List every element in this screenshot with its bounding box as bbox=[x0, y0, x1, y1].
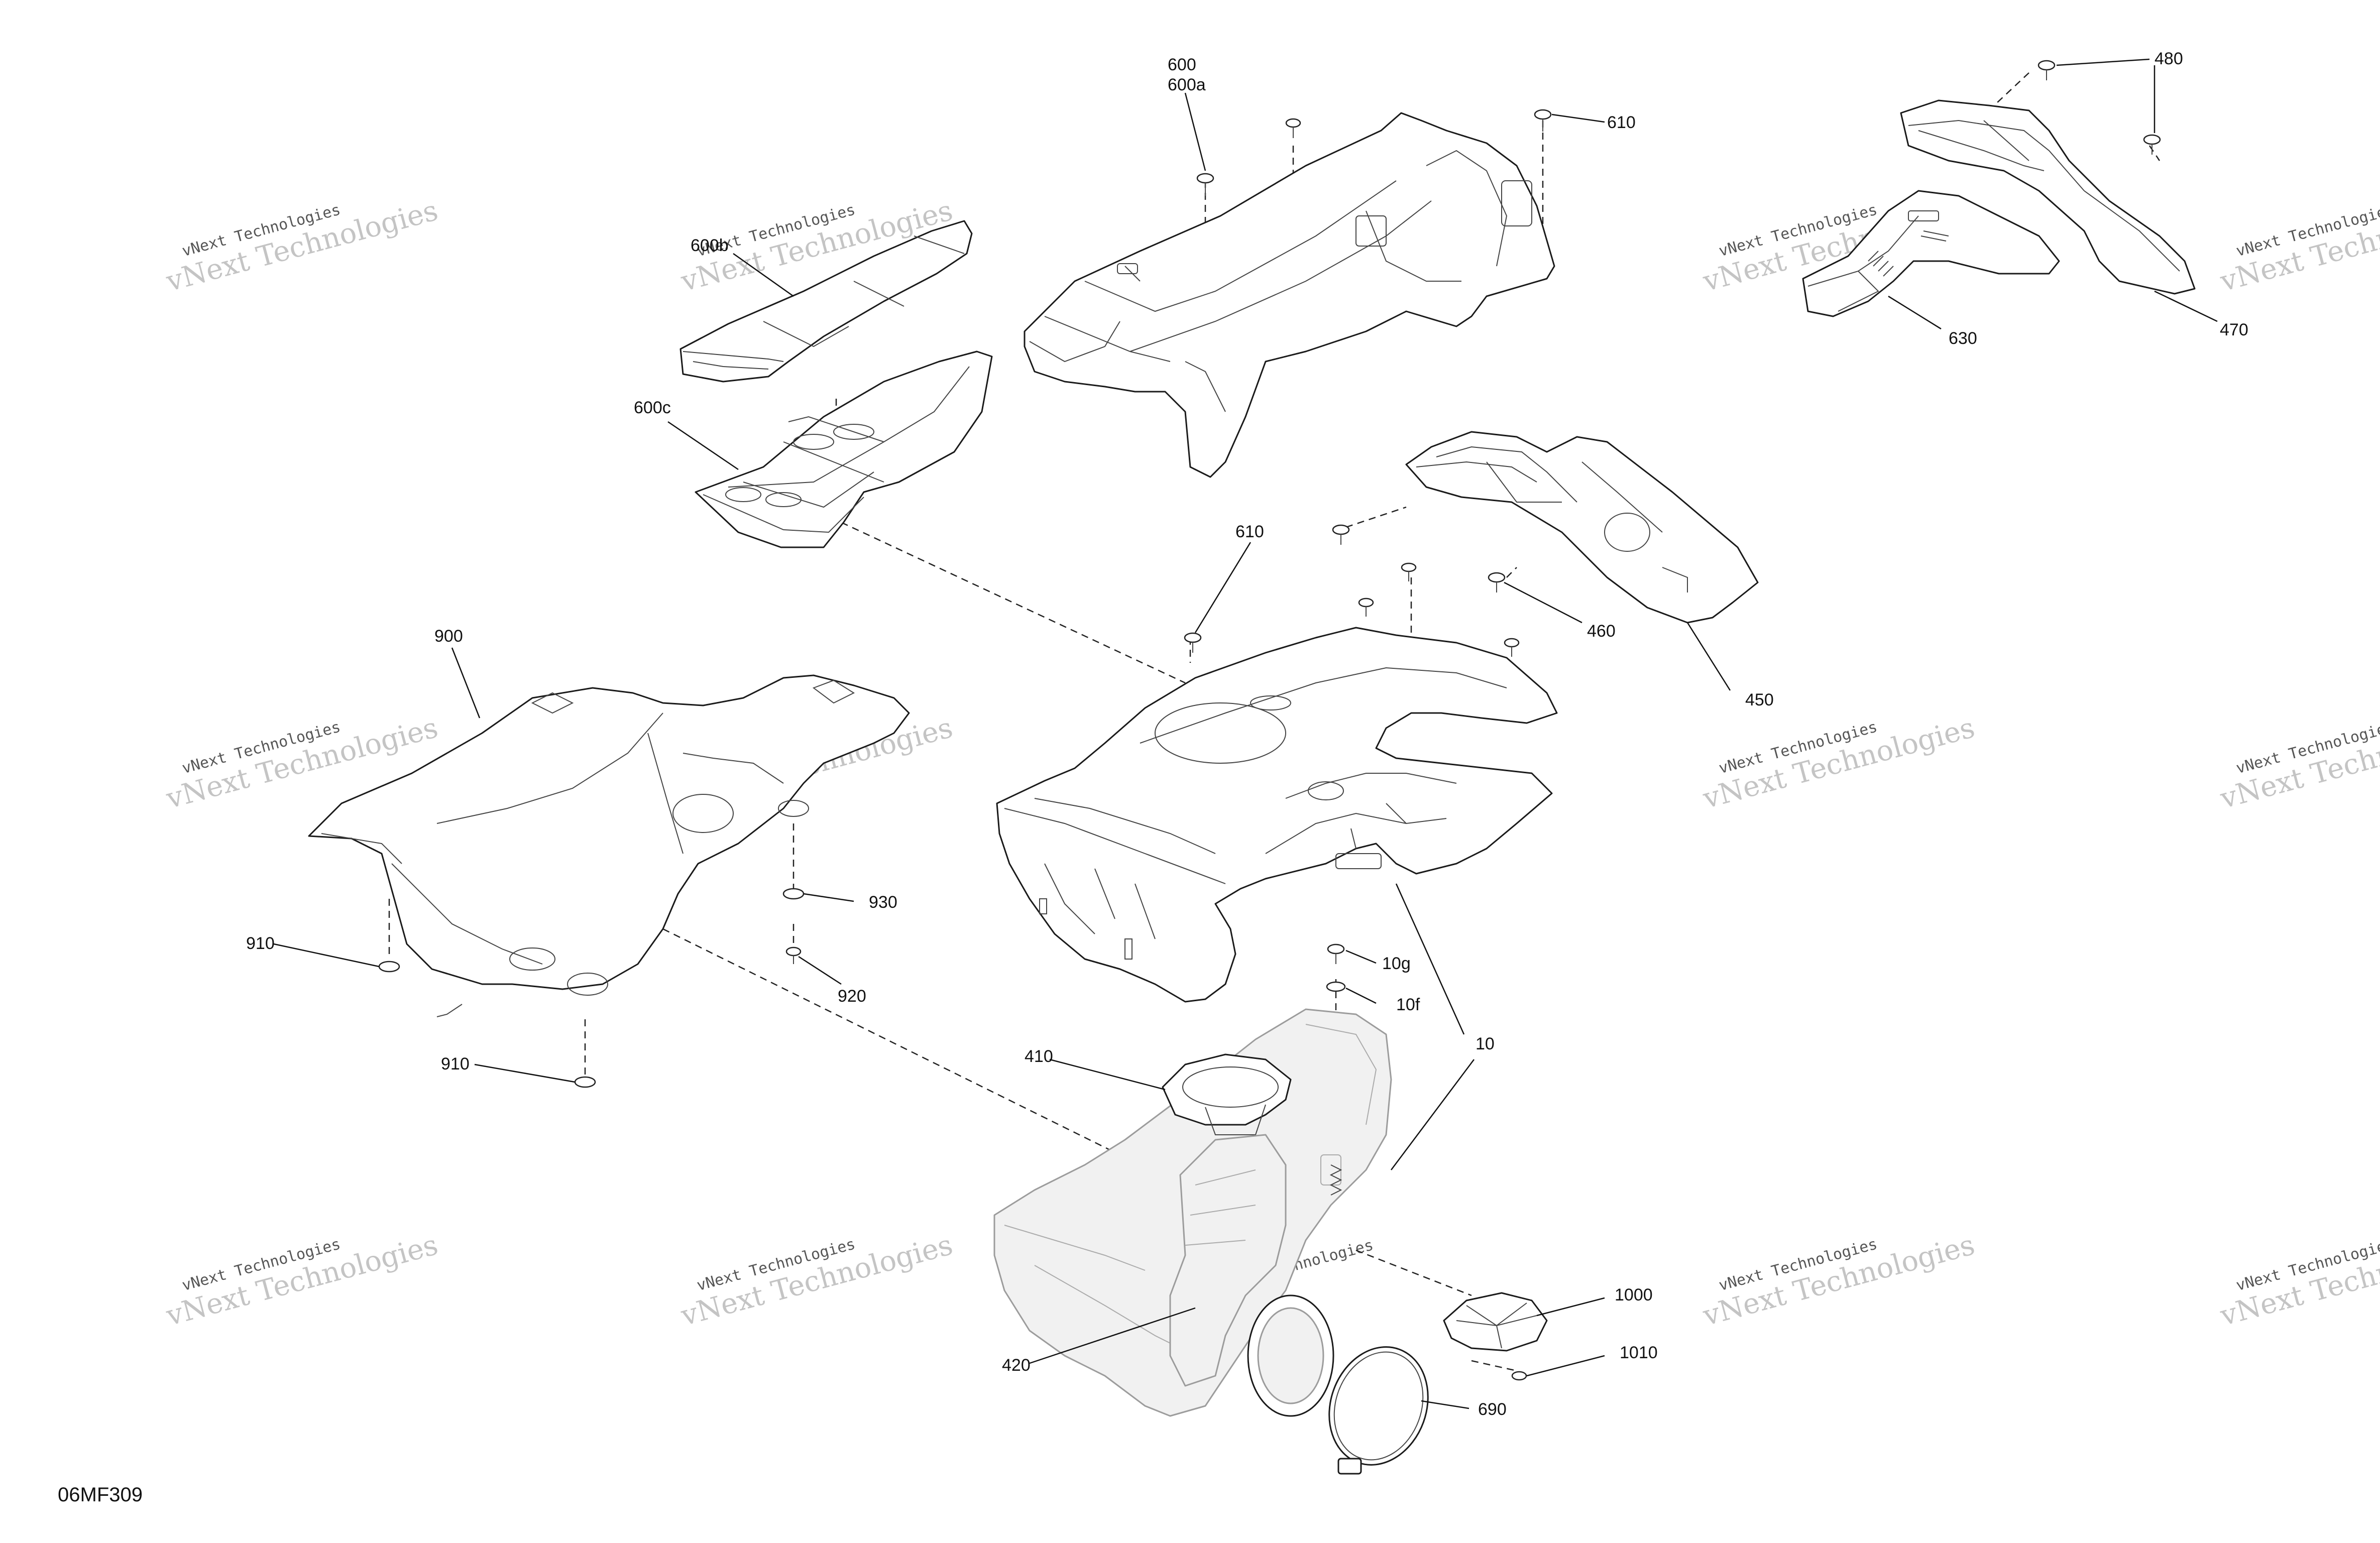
callout-600c: 600c bbox=[634, 398, 671, 417]
callout-920: 920 bbox=[838, 987, 866, 1006]
callout-600a: 600a bbox=[1168, 75, 1206, 94]
callout-910-b: 910 bbox=[441, 1054, 470, 1074]
part-630-grille bbox=[1802, 190, 2060, 317]
screw-920 bbox=[785, 946, 802, 964]
callout-470: 470 bbox=[2220, 320, 2248, 339]
callout-460: 460 bbox=[1587, 622, 1616, 641]
part-690-clamp bbox=[1328, 1346, 1429, 1475]
callout-10f: 10f bbox=[1396, 995, 1420, 1014]
washer-930 bbox=[782, 888, 805, 900]
watermark-r2c4: vNext Technologies vNext Technologies bbox=[2217, 711, 2380, 815]
screw-460-a bbox=[1332, 524, 1350, 545]
part-1000-cap bbox=[1443, 1292, 1548, 1352]
callout-690: 690 bbox=[1478, 1400, 1507, 1419]
part-600c-frame bbox=[695, 350, 993, 548]
callout-600b: 600b bbox=[691, 236, 729, 255]
part-900-shield bbox=[308, 674, 910, 1017]
screw-top-a bbox=[1285, 118, 1301, 138]
screw-mid-b bbox=[1358, 598, 1374, 617]
callout-610-top: 610 bbox=[1607, 113, 1636, 132]
callout-930: 930 bbox=[869, 893, 897, 912]
spring-10 bbox=[1329, 1164, 1342, 1196]
grommet-910-b bbox=[574, 1076, 596, 1088]
screw-480-a bbox=[2037, 60, 2056, 80]
callout-480: 480 bbox=[2155, 49, 2183, 68]
callout-410: 410 bbox=[1025, 1047, 1053, 1066]
callout-420: 420 bbox=[1002, 1356, 1031, 1375]
callout-630: 630 bbox=[1949, 329, 1977, 348]
screw-10g bbox=[1327, 943, 1345, 964]
callout-450: 450 bbox=[1745, 690, 1774, 709]
screw-mid-d bbox=[1504, 638, 1520, 657]
watermark-r2c3: vNext Technologies vNext Technologies bbox=[1699, 711, 1978, 815]
callout-900: 900 bbox=[434, 627, 463, 646]
watermark-r3c1: vNext Technologies vNext Technologies bbox=[163, 1229, 441, 1333]
nut-1010 bbox=[1511, 1371, 1527, 1381]
screw-480-b bbox=[2143, 134, 2161, 155]
callout-1010: 1010 bbox=[1620, 1343, 1658, 1362]
grommet-910-a bbox=[378, 961, 400, 973]
watermark-r1c1: vNext Technologies vNext Technologies bbox=[163, 194, 441, 298]
watermark-r3c3: vNext Technologies vNext Technologies bbox=[1699, 1229, 1978, 1333]
callout-labels: 600 600a 600b 600c 610 610 480 470 630 4… bbox=[246, 49, 2248, 1419]
part-600-airbox bbox=[1024, 112, 1555, 478]
diagram-code: 06MF309 bbox=[58, 1484, 143, 1506]
part-470-panel bbox=[1900, 99, 2196, 295]
part-410-funnel bbox=[1162, 1053, 1292, 1135]
watermark-r1c4: vNext Technologies vNext Technologies bbox=[2217, 194, 2380, 298]
callout-10: 10 bbox=[1476, 1034, 1495, 1053]
fasteners bbox=[378, 60, 2161, 1381]
screw-610-top bbox=[1534, 109, 1552, 132]
part-450-side-panel bbox=[1405, 431, 1759, 624]
part-600b-pad bbox=[679, 220, 973, 383]
part-10-main-tray bbox=[996, 627, 1558, 1003]
screw-460-b bbox=[1488, 572, 1506, 592]
washer-10f bbox=[1326, 981, 1346, 992]
part-420-duct bbox=[1169, 1134, 1334, 1417]
watermark-r3c2: vNext Technologies vNext Technologies bbox=[677, 1229, 956, 1333]
callout-610-mid: 610 bbox=[1235, 522, 1264, 541]
callout-910-a: 910 bbox=[246, 934, 275, 953]
screw-600a bbox=[1196, 173, 1214, 196]
callout-1000: 1000 bbox=[1615, 1285, 1653, 1304]
callout-600: 600 bbox=[1168, 55, 1196, 74]
leader-lines bbox=[273, 58, 2218, 1409]
callout-10g: 10g bbox=[1382, 954, 1411, 973]
watermark-r3c4: vNext Technologies vNext Technologies bbox=[2217, 1229, 2380, 1333]
screw-610-mid bbox=[1184, 632, 1202, 653]
screw-mid-c bbox=[1401, 562, 1417, 581]
